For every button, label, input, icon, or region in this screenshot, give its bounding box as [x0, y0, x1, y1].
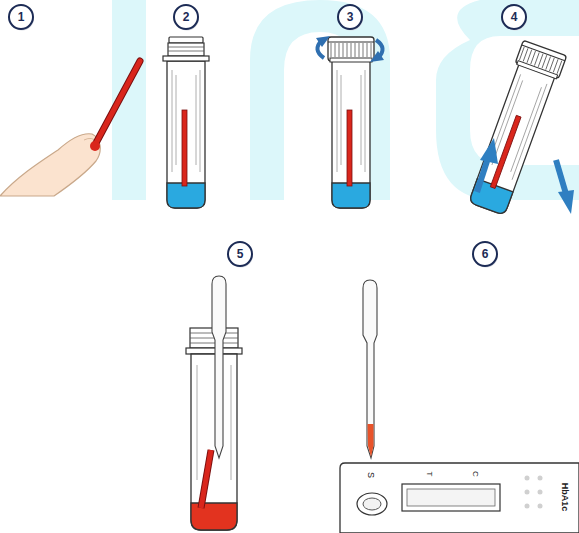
- step-number-circle: 5: [226, 240, 254, 268]
- step-number: 1: [18, 11, 25, 23]
- step-number: 6: [482, 248, 489, 260]
- step-number-circle: 6: [471, 240, 499, 268]
- step-number-circle: 1: [7, 3, 35, 31]
- step-number: 4: [511, 11, 518, 23]
- step-number: 2: [183, 11, 190, 23]
- sample-well-label: S: [366, 472, 375, 478]
- test-line-label: T: [425, 472, 433, 477]
- step-number-circle: 3: [336, 3, 364, 31]
- step-number: 5: [237, 248, 244, 260]
- control-line-label: C: [471, 471, 479, 477]
- step-number: 3: [347, 11, 354, 23]
- cassette-name: HbA1c: [560, 483, 569, 512]
- step-number-circle: 2: [172, 3, 200, 31]
- step-number-circle: 4: [500, 3, 528, 31]
